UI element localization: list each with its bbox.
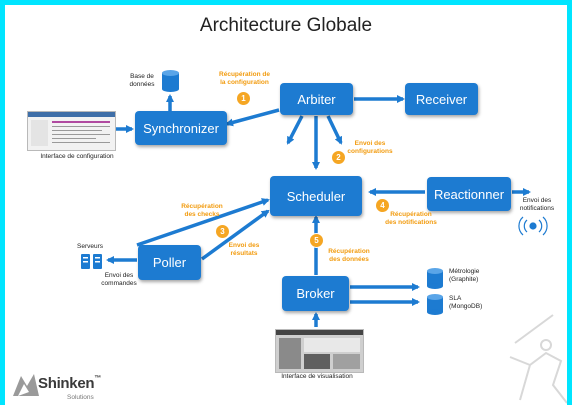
metrology-line1: Métrologie: [449, 268, 480, 275]
step-3b-label: Envoi des résultats: [224, 242, 264, 258]
send-notifications-line2: notifications: [519, 205, 555, 212]
step-2-label: Envoi des configurations: [340, 140, 400, 156]
edge-arbiter-scheduler-right: [326, 115, 343, 145]
notification-signal-icon: [518, 216, 548, 236]
step-3-line2: des checks: [184, 211, 220, 218]
connector-layer: [81, 70, 567, 404]
diagram-panel: Architecture Globale: [5, 5, 567, 405]
metrology-label: Métrologie (Graphite): [449, 268, 493, 284]
database-label-line1: Base de: [130, 73, 154, 80]
step-2-line2: configurations: [347, 148, 393, 155]
config-ui-label: Interface de configuration: [40, 153, 114, 160]
logo-wordmark: Shinken™: [38, 375, 101, 392]
step-5-line1: Récupération: [328, 248, 370, 255]
step-3-label: Récupération des checks: [177, 203, 227, 219]
edge-poller-scheduler-bottom: [200, 209, 270, 261]
step-5-badge: 5: [309, 233, 324, 248]
step-1-line1: Récupération de: [219, 71, 270, 78]
poller-node: Poller: [138, 245, 201, 280]
metrology-db-icon: [427, 268, 443, 289]
edge-arbiter-synchronizer: [225, 108, 280, 127]
step-4-badge: 4: [375, 198, 390, 213]
step-4-line1: Récupération: [390, 211, 432, 218]
step-2-line1: Envoi des: [354, 140, 386, 147]
config-ui-screenshot: [27, 111, 116, 151]
arbiter-node: Arbiter: [280, 83, 353, 115]
step-5-line2: des données: [329, 256, 369, 263]
metrology-line2: (Graphite): [449, 276, 479, 283]
edge-arbiter-scheduler-left: [286, 115, 304, 145]
step-3-line1: Récupération: [181, 203, 223, 210]
ninja-silhouette-icon: [509, 314, 567, 404]
scheduler-node: Scheduler: [270, 176, 362, 216]
shinken-logo-icon: [13, 374, 39, 396]
logo-trademark: ™: [94, 375, 101, 382]
servers-label: Serveurs: [77, 243, 104, 250]
step-1-label: Récupération de la configuration: [212, 71, 277, 87]
send-notifications-line1: Envoi des: [522, 197, 552, 204]
send-commands-label: Envoi des commandes: [99, 272, 139, 288]
logo-subtitle: Solutions: [67, 394, 94, 401]
step-3-badge: 3: [215, 224, 230, 239]
step-1-badge: 1: [236, 91, 251, 106]
sla-label: SLA (MongoDB): [449, 295, 493, 311]
visu-ui-screenshot: [275, 329, 364, 373]
sla-db-icon: [427, 294, 443, 315]
step-5-label: Récupération des données: [323, 248, 375, 264]
send-commands-line2: commandes: [101, 280, 137, 287]
broker-node: Broker: [282, 276, 349, 311]
step-3b-line1: Envoi des: [228, 242, 260, 249]
sla-line2: (MongoDB): [449, 303, 483, 310]
step-4-line2: des notifications: [385, 219, 437, 226]
synchronizer-node: Synchronizer: [135, 111, 227, 145]
step-3b-line2: résultats: [230, 250, 258, 257]
servers-icon: [81, 254, 102, 269]
sla-line1: SLA: [449, 295, 462, 302]
logo-name: Shinken: [38, 375, 95, 392]
send-notifications-label: Envoi des notifications: [515, 197, 559, 213]
step-4-label: Récupération des notifications: [377, 211, 445, 227]
visu-ui-label: Interface de visualisation: [281, 373, 353, 380]
database-label: Base de données: [127, 73, 157, 89]
database-icon: [162, 70, 179, 92]
database-label-line2: données: [129, 81, 155, 88]
step-1-line2: la configuration: [220, 79, 269, 86]
step-2-badge: 2: [331, 150, 346, 165]
receiver-node: Receiver: [405, 83, 478, 115]
reactionner-node: Reactionner: [427, 177, 511, 211]
edge-poller-scheduler-top: [136, 198, 270, 247]
send-commands-line1: Envoi des: [104, 272, 134, 279]
diagram-title: Architecture Globale: [199, 15, 373, 36]
